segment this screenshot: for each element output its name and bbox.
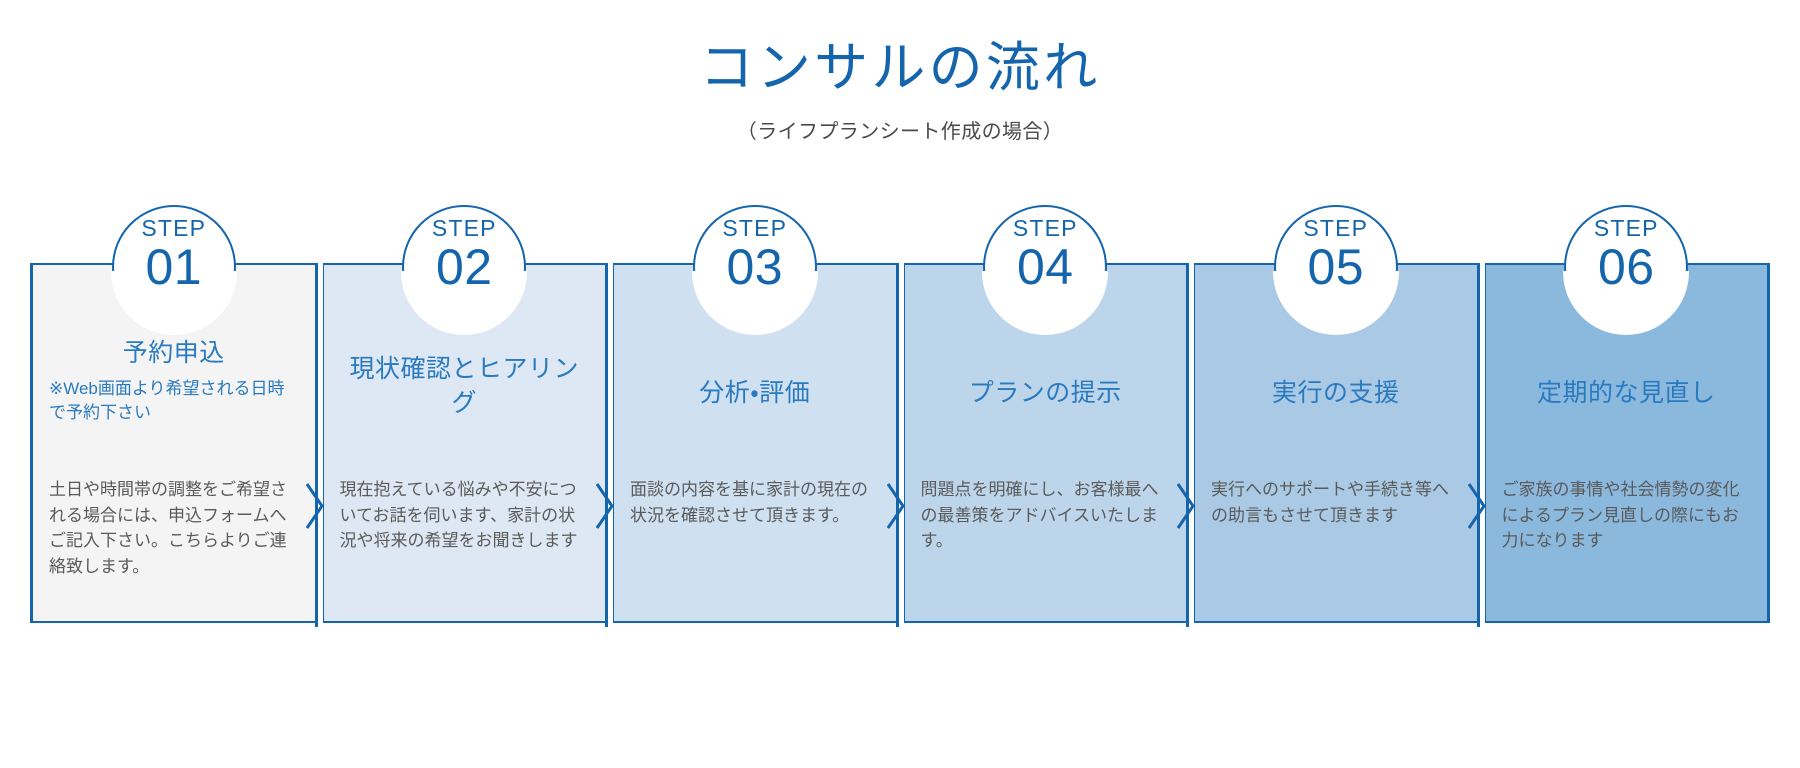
page-subtitle: （ライフプランシート作成の場合） [736, 120, 1064, 143]
card-gap-01 [316, 263, 323, 627]
step-card-03[interactable]: STEP 03 分析・評価 面談の内容を基に家計の現在の状況を確認させて頂きます… [611, 205, 905, 627]
step-badge-label-02: STEP [431, 215, 497, 241]
card-right-edge-01 [314, 263, 318, 627]
step-badge-05: STEP 05 [1272, 205, 1399, 335]
step-badge-number-04: 04 [1016, 239, 1074, 295]
step-badge-label-05: STEP [1303, 215, 1369, 241]
step-badge-03: STEP 03 [691, 205, 818, 335]
step-badge-number-03: 03 [726, 239, 784, 295]
card-right-edge-05 [1476, 263, 1480, 627]
step-card-02[interactable]: STEP 02 現状確認とヒアリング 現在抱えている悩みや不安についてお話を伺い… [320, 205, 614, 627]
step-content-02: 現状確認とヒアリング 現在抱えている悩みや不安についてお話を伺います、家計の状況… [324, 265, 606, 621]
card-gap-04 [1188, 263, 1194, 627]
card-gap-05 [1478, 263, 1485, 627]
step-title-03: 分析・評価 [699, 379, 811, 407]
step-card-04[interactable]: STEP 04 プランの提示 問題点を明確にし、お客様最への最善策をアドバイスい… [901, 205, 1195, 627]
page-header: コンサルの流れ （ライフプランシート作成の場合） [0, 0, 1800, 144]
step-badge-04: STEP 04 [982, 205, 1109, 335]
step-content-04: プランの提示 問題点を明確にし、お客様最への最善策をアドバイスいたします。 [905, 265, 1187, 621]
step-description-04: 問題点を明確にし、お客様最への最善策をアドバイスいたします。 [920, 480, 1159, 550]
step-badge-number-05: 05 [1307, 239, 1365, 295]
step-badge-number-06: 06 [1597, 239, 1655, 295]
step-description-01: 土日や時間帯の調整をご希望される場合には、申込フォームへご記入下さい。こちらより… [49, 480, 287, 576]
step-content-01: 予約申込 ※Web画面より希望される日時で予約下さい 土日や時間帯の調整をご希望… [33, 265, 315, 621]
card-right-edge-03 [895, 263, 899, 627]
step-badge-number-01: 01 [145, 239, 203, 295]
step-badge-label-06: STEP [1593, 215, 1659, 241]
page-title: コンサルの流れ [699, 38, 1101, 98]
step-title-05: 実行の支援 [1271, 379, 1400, 407]
step-card-06[interactable]: STEP 06 定期的な見直し ご家族の事情や社会情勢の変化によるプラン見直しの… [1482, 205, 1770, 623]
step-badge-label-03: STEP [722, 215, 788, 241]
card-right-edge-02 [605, 263, 608, 627]
step-content-06: 定期的な見直し ご家族の事情や社会情勢の変化によるプラン見直しの際にもお力になり… [1486, 265, 1768, 621]
step-badge-label-04: STEP [1012, 215, 1078, 241]
step-card-01[interactable]: STEP 01 予約申込 ※Web画面より希望される日時で予約下さい 土日や時間… [30, 205, 324, 627]
step-content-05: 実行の支援 実行へのサポートや手続き等への助言もさせて頂きます [1195, 265, 1477, 621]
step-content-03: 分析・評価 面談の内容を基に家計の現在の状況を確認させて頂きます。 [614, 265, 896, 621]
step-badge-number-02: 02 [435, 239, 493, 295]
step-title-06: 定期的な見直し [1536, 379, 1716, 407]
step-description-06: ご家族の事情や社会情勢の変化によるプラン見直しの際にもお力になります [1501, 480, 1740, 550]
step-description-03: 面談の内容を基に家計の現在の状況を確認させて頂きます。 [630, 480, 868, 525]
step-badge-label-01: STEP [141, 215, 207, 241]
card-right-edge-04 [1186, 263, 1189, 627]
step-description-02: 現在抱えている悩みや不安についてお話を伺います、家計の状況や将来の希望をお聞きし… [339, 480, 578, 550]
step-title-04: プランの提示 [968, 379, 1122, 407]
step-badge-02: STEP 02 [401, 205, 528, 335]
step-badge-01: STEP 01 [110, 205, 237, 335]
step-badge-06: STEP 06 [1563, 205, 1690, 335]
steps-flow: STEP 01 予約申込 ※Web画面より希望される日時で予約下さい 土日や時間… [30, 205, 1770, 627]
step-description-05: 実行へのサポートや手続き等への助言もさせて頂きます [1211, 480, 1449, 525]
step-card-05[interactable]: STEP 05 実行の支援 実行へのサポートや手続き等への助言もさせて頂きます [1192, 205, 1486, 627]
step-note-01: ※Web画面より希望される日時で予約下さい [49, 378, 285, 423]
step-title-01: 予約申込 [122, 339, 225, 367]
step-title-02: 現状確認とヒアリング [349, 355, 579, 417]
card-gap-02 [607, 263, 613, 627]
card-gap-03 [897, 263, 904, 627]
